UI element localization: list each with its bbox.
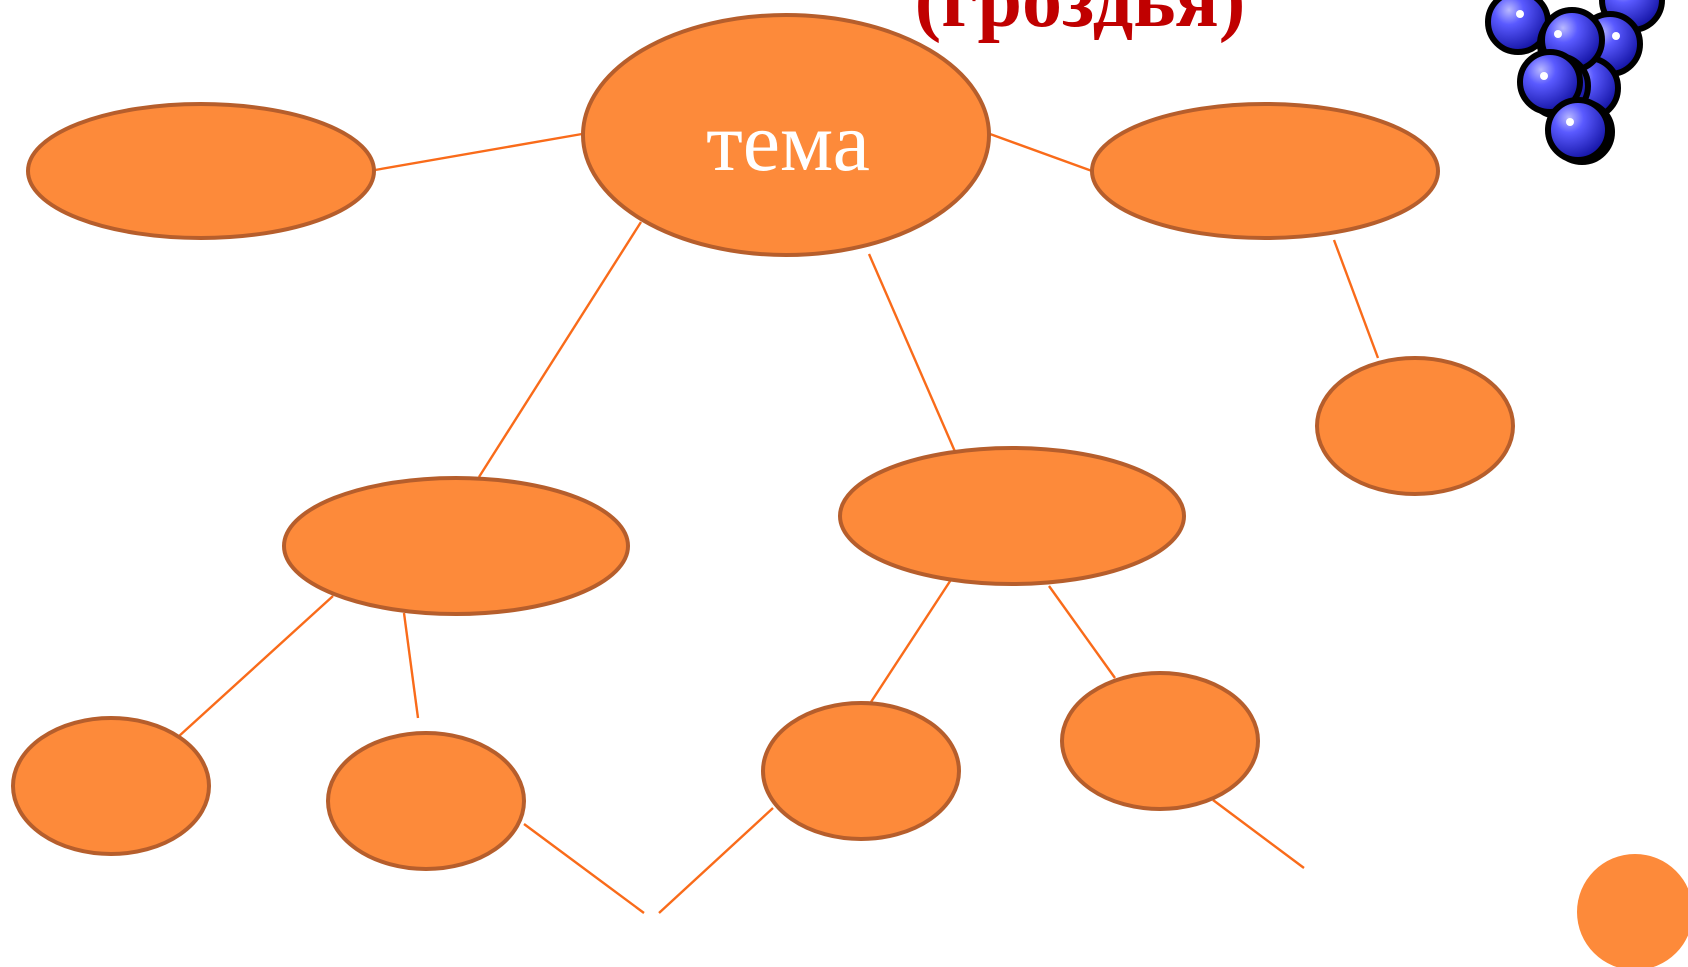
link-right-to-satellite [1332,239,1380,359]
grapes-icon [1485,0,1665,165]
connector-lines [177,132,1380,914]
node-right [1090,102,1440,240]
link-midleft-leaf2 [402,612,420,719]
node-leaf-1 [11,716,211,856]
node-mid-left [282,476,630,616]
node-mid-center [838,446,1186,586]
link-topic-right [989,132,1093,173]
node-right-satellite [1315,356,1515,496]
corner-decoration-circle [1577,854,1688,967]
slide-title: (гроздья) [915,0,1246,44]
node-leaf-3 [761,701,961,841]
node-leaf-4 [1060,671,1260,811]
link-leaf3-open [658,807,774,914]
node-leaf-2 [326,731,526,871]
link-midleft-leaf1 [177,595,334,738]
link-leaf2-open [523,823,645,914]
topic-label: тема [706,96,870,189]
link-midcenter-leaf4 [1048,585,1116,679]
node-left [26,102,376,240]
link-topic-midleft [477,221,643,478]
link-topic-left [374,132,583,172]
diagram-nodes [11,13,1515,871]
link-midcenter-leaf3 [869,568,960,703]
topic-node [581,13,991,257]
link-leaf4-open [1212,799,1305,869]
